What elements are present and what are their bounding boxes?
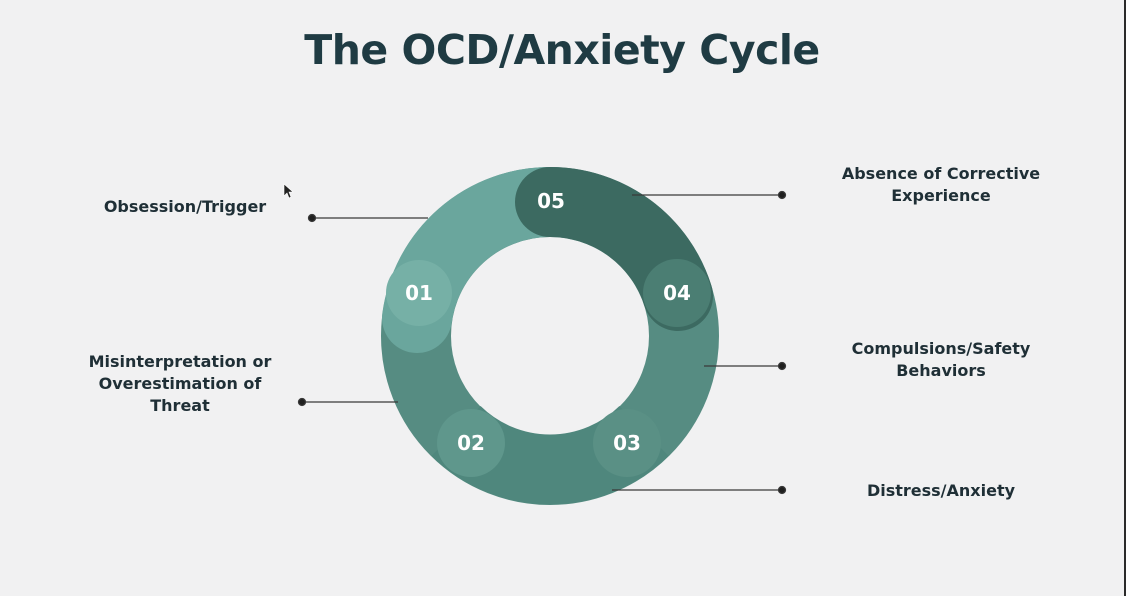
connector-dot-02 xyxy=(297,397,307,407)
step-label-03: Distress/Anxiety xyxy=(866,481,1016,500)
step-number-02: 02 xyxy=(457,431,485,455)
connector-dot-05 xyxy=(777,190,787,200)
step-number-03: 03 xyxy=(613,431,641,455)
connector-dot-04 xyxy=(777,361,787,371)
step-number-04: 04 xyxy=(663,281,691,305)
step-disc-03 xyxy=(593,409,661,477)
step-label-01: Obsession/Trigger xyxy=(103,197,267,216)
connector-dot-01 xyxy=(307,213,317,223)
step-disc-04 xyxy=(643,259,711,327)
step-disc-01 xyxy=(386,260,452,326)
page-title: The OCD/Anxiety Cycle xyxy=(304,26,820,74)
step-disc-05 xyxy=(518,168,584,234)
step-label-02: Misinterpretation or Overestimation of T… xyxy=(88,352,272,415)
step-label-04: Compulsions/Safety Behaviors xyxy=(851,339,1031,380)
step-number-05: 05 xyxy=(537,189,565,213)
step-disc-02 xyxy=(437,409,505,477)
step-label-05: Absence of Corrective Experience xyxy=(841,164,1041,205)
step-number-01: 01 xyxy=(405,281,433,305)
cursor-icon xyxy=(283,183,294,199)
connector-dot-03 xyxy=(777,485,787,495)
